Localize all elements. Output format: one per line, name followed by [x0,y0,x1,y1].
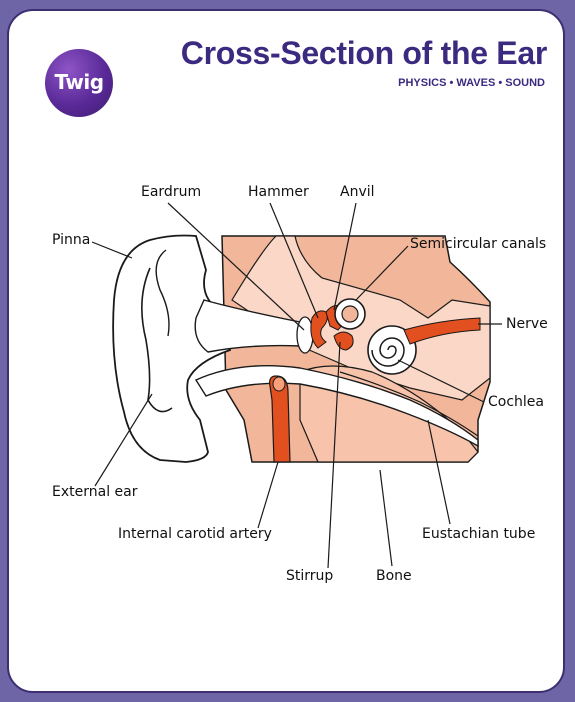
label-external-ear: External ear [52,484,137,500]
label-hammer: Hammer [248,184,309,200]
semicircular-canal-inner [342,306,358,322]
leader-pinna [92,242,132,258]
label-bone: Bone [376,568,412,584]
label-anvil: Anvil [340,184,375,200]
eardrum-shape [297,317,313,353]
label-internal-carotid-artery: Internal carotid artery [118,526,272,542]
label-semicircular-canals: Semicircular canals [410,236,546,252]
label-pinna: Pinna [52,232,90,248]
label-nerve: Nerve [506,316,548,332]
leader-bone [380,470,392,566]
leader-carotid [258,462,278,528]
label-cochlea: Cochlea [488,394,544,410]
label-stirrup: Stirrup [286,568,333,584]
label-eardrum: Eardrum [141,184,201,200]
label-eustachian-tube: Eustachian tube [422,526,535,542]
carotid-artery-opening [273,377,285,391]
